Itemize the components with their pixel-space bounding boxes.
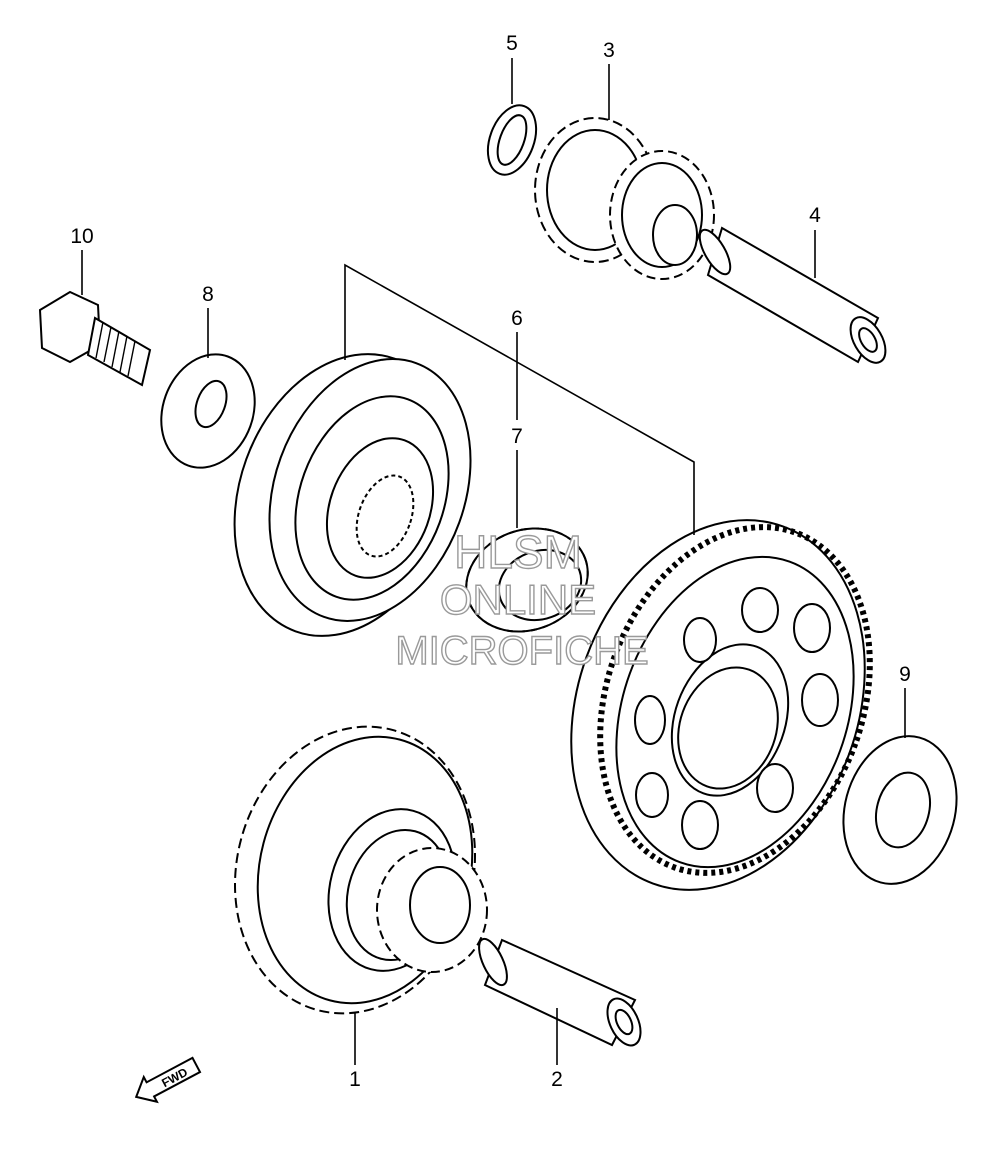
callout-9: 9 [899, 663, 911, 686]
callout-2: 2 [551, 1068, 563, 1091]
starter-clutch-housing [233, 353, 472, 637]
callout-7: 7 [511, 425, 523, 448]
part-9-washer [842, 735, 958, 885]
part-1-starter-gear [234, 725, 488, 1015]
watermark-line-2: ONLINE [440, 576, 596, 623]
callout-3: 3 [603, 39, 615, 62]
watermark: HLSM ONLINE MICROFICHE [395, 525, 650, 673]
arrow-left-down-icon [134, 1056, 202, 1104]
part-2-shaft [478, 937, 642, 1047]
callout-labels: 5 3 4 10 8 6 7 9 1 2 [70, 32, 911, 1091]
callout-8: 8 [202, 283, 214, 306]
callout-4: 4 [809, 204, 821, 227]
watermark-line-3: MICROFICHE [395, 629, 648, 673]
leader-lines [81, 58, 906, 1065]
assembly-bracket [344, 263, 695, 535]
callout-6: 6 [511, 307, 523, 330]
part-10-bolt [38, 290, 152, 387]
fwd-direction-badge: FWD [134, 1056, 202, 1104]
part-4-shaft [698, 226, 887, 364]
part-7-one-way-clutch [465, 527, 589, 633]
callout-1: 1 [349, 1068, 361, 1091]
part-3-double-gear [534, 117, 715, 280]
starter-driven-gear [570, 519, 873, 891]
part-8-washer [160, 353, 256, 469]
callout-10: 10 [70, 225, 93, 248]
watermark-line-1: HLSM [454, 526, 582, 578]
part-5-circlip [486, 104, 538, 176]
callout-5: 5 [506, 32, 518, 55]
